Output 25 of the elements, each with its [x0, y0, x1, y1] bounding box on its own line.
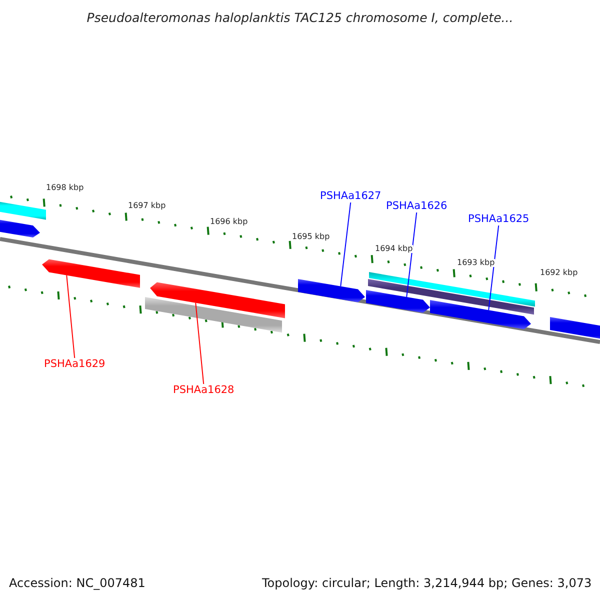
leader-line [66, 274, 76, 358]
scale-label: 1695 kbp [292, 233, 330, 241]
footer-text: Accession: NC_007481 [9, 577, 146, 589]
gene-block [366, 290, 430, 313]
gene-label: PSHAa1627 [320, 191, 382, 202]
scale-label: 1694 kbp [375, 245, 413, 253]
gene-block [298, 279, 365, 302]
scale-label: 1696 kbp [210, 218, 248, 226]
gene-label: PSHAa1628 [173, 385, 234, 396]
gene-block [150, 282, 285, 318]
scale-label: 1693 kbp [457, 259, 495, 267]
footer-text: Topology: circular; Length: 3,214,944 bp; Genes: 3,073 [262, 577, 592, 589]
gene-label: PSHAa1629 [44, 359, 106, 370]
gene-label: PSHAa1626 [386, 201, 448, 212]
leader-line [488, 225, 500, 311]
scale-label: 1698 kbp [46, 184, 84, 192]
leader-line [406, 212, 418, 298]
scale-label: 1692 kbp [540, 269, 578, 277]
scale-label: 1697 kbp [128, 202, 166, 210]
gene-block [42, 259, 140, 288]
gene-block [430, 300, 531, 330]
title: Pseudoalteromonas haloplanktis TAC125 chromosome I, complete... [86, 12, 514, 24]
leader-line [195, 302, 204, 384]
leader-line [340, 202, 352, 287]
gene-label: PSHAa1625 [468, 214, 530, 224]
